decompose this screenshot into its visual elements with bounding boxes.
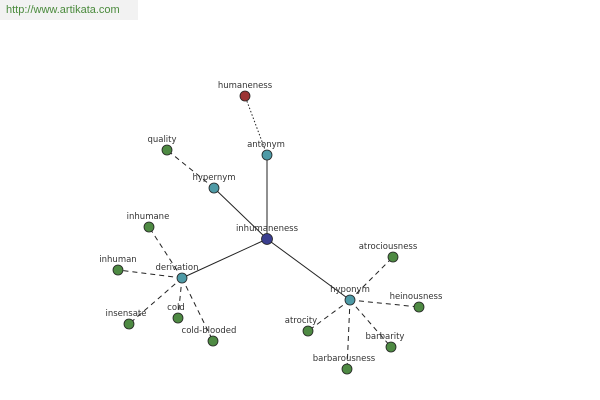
- node-label-cold[interactable]: cold: [167, 303, 185, 313]
- node-label-derivation[interactable]: derivation: [155, 263, 198, 273]
- node-label-atrociousness[interactable]: atrociousness: [359, 242, 418, 252]
- node-hyponym[interactable]: [344, 294, 356, 306]
- node-barbarousness[interactable]: [341, 363, 353, 375]
- node-label-insensate[interactable]: insensate: [106, 309, 147, 319]
- node-inhuman[interactable]: [112, 264, 124, 276]
- edge-hyponym-heinousness: [349, 299, 420, 308]
- node-derivation[interactable]: [176, 272, 188, 284]
- edge-derivation-cold-blooded: [181, 277, 214, 342]
- edge-inhumaneness-hyponym: [266, 238, 351, 301]
- node-barbarity[interactable]: [385, 341, 397, 353]
- node-label-antonym[interactable]: antonym: [247, 140, 285, 150]
- node-heinousness[interactable]: [413, 301, 425, 313]
- node-antonym[interactable]: [261, 149, 273, 161]
- node-label-cold-blooded[interactable]: cold-blooded: [182, 326, 237, 336]
- node-hypernym[interactable]: [208, 182, 220, 194]
- edge-inhumaneness-hypernym: [213, 187, 268, 240]
- node-atrociousness[interactable]: [387, 251, 399, 263]
- edge-hyponym-barbarity: [349, 299, 392, 348]
- graph-edges: [117, 95, 420, 370]
- node-label-inhuman[interactable]: inhuman: [99, 255, 136, 265]
- node-atrocity[interactable]: [302, 325, 314, 337]
- node-label-hyponym[interactable]: hyponym: [330, 285, 370, 295]
- edge-derivation-insensate: [128, 277, 183, 325]
- node-inhumane[interactable]: [143, 221, 155, 233]
- edge-derivation-inhuman: [117, 269, 183, 279]
- node-label-barbarousness[interactable]: barbarousness: [313, 354, 376, 364]
- node-label-humaneness[interactable]: humaneness: [218, 81, 273, 91]
- watermark-url[interactable]: http://www.artikata.com: [0, 0, 138, 20]
- node-label-heinousness[interactable]: heinousness: [390, 292, 443, 302]
- node-humaneness[interactable]: [239, 90, 251, 102]
- node-insensate[interactable]: [123, 318, 135, 330]
- edge-inhumaneness-derivation: [181, 238, 268, 279]
- node-inhumaneness[interactable]: [261, 233, 273, 245]
- node-cold-blooded[interactable]: [207, 335, 219, 347]
- edge-hypernym-quality: [166, 149, 215, 189]
- node-quality[interactable]: [161, 144, 173, 156]
- graph-nodes: [112, 90, 425, 375]
- node-label-quality[interactable]: quality: [147, 135, 176, 145]
- node-label-hypernym[interactable]: hypernym: [192, 173, 235, 183]
- node-cold[interactable]: [172, 312, 184, 324]
- node-label-atrocity[interactable]: atrocity: [285, 316, 317, 326]
- edge-hyponym-barbarousness: [346, 299, 351, 370]
- node-label-inhumane[interactable]: inhumane: [127, 212, 170, 222]
- node-label-inhumaneness[interactable]: inhumaneness: [236, 224, 299, 234]
- edge-derivation-inhumane: [148, 226, 183, 279]
- graph-labels: inhumaneness antonym hypernym derivation hyp…: [99, 81, 443, 364]
- edge-hyponym-atrociousness: [349, 256, 394, 301]
- edge-derivation-cold: [177, 277, 183, 319]
- node-label-barbarity[interactable]: barbarity: [366, 332, 405, 342]
